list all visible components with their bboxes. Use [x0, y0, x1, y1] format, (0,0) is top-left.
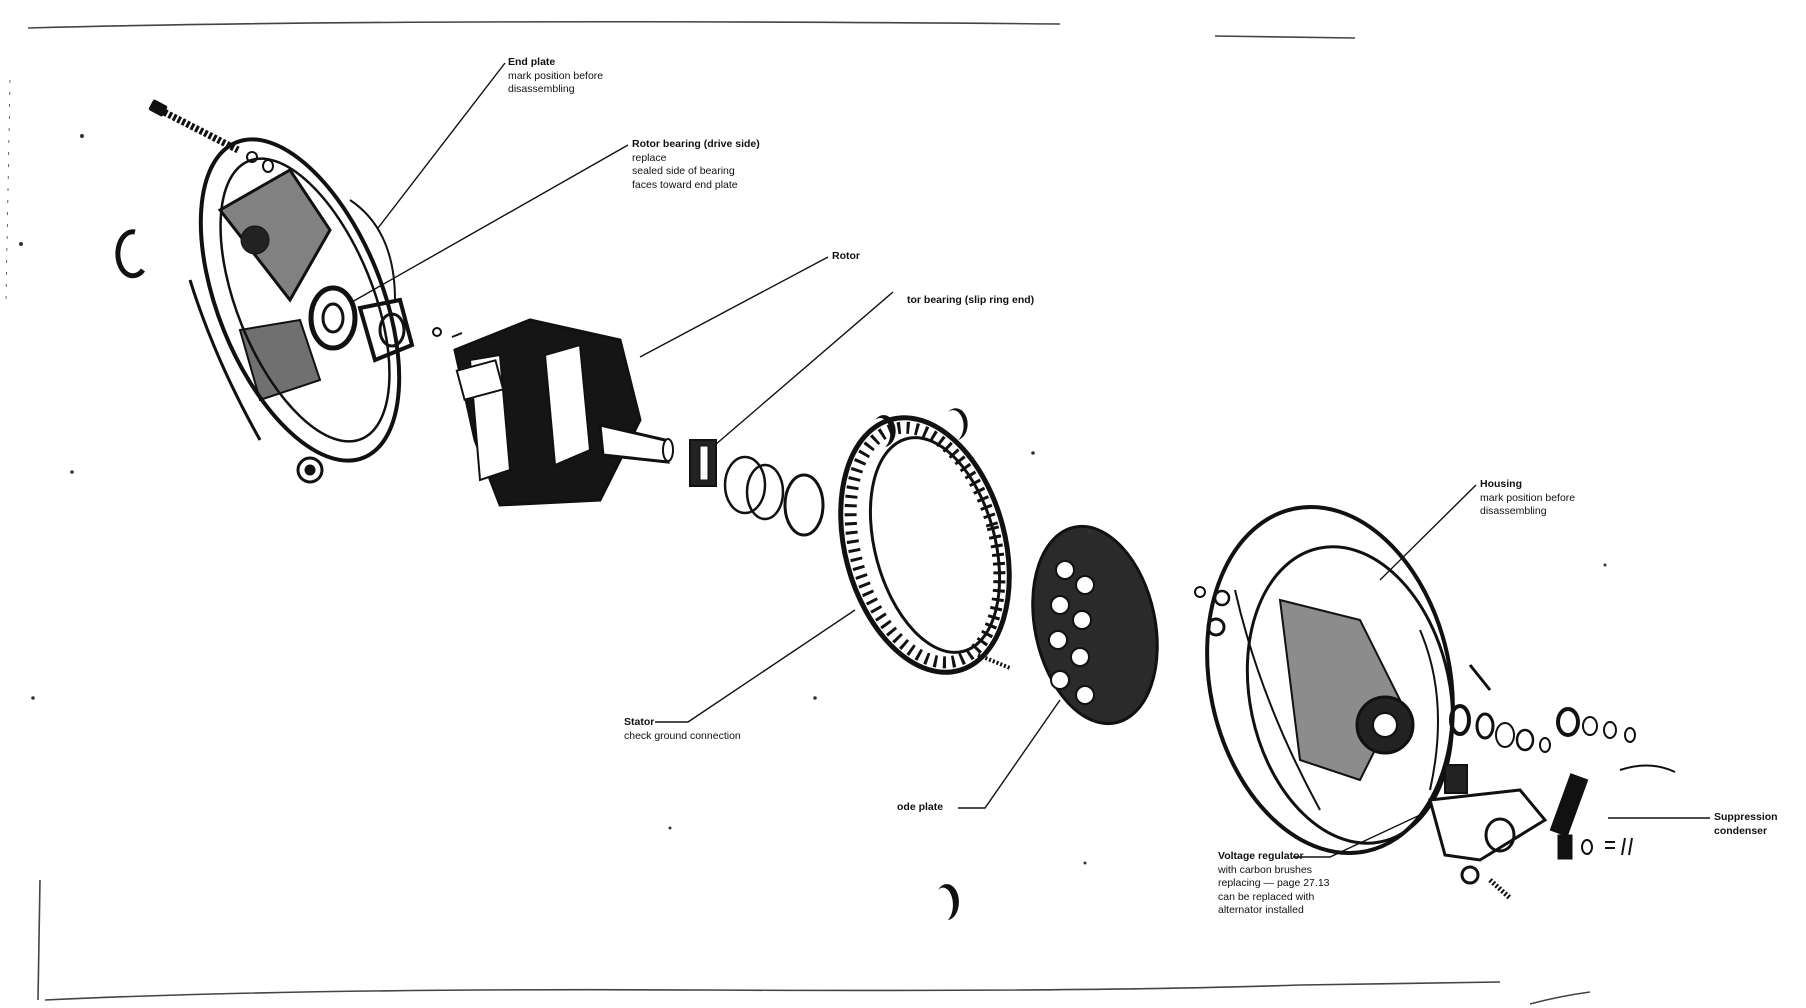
retaining-clips: [875, 408, 968, 920]
label-rotor-title: Rotor: [832, 250, 860, 262]
label-stator: Stator check ground connection: [624, 716, 741, 743]
label-rotor-bearing-drive-desc-3: faces toward end plate: [632, 178, 738, 191]
through-bolt: [148, 99, 274, 173]
label-voltage-regulator: Voltage regulator with carbon brushes re…: [1218, 850, 1330, 918]
label-voltage-regulator-title: Voltage regulator: [1218, 850, 1304, 862]
rotor-bearing-slip-ring: [689, 439, 825, 537]
leader-rotor-bearing-drive: [351, 144, 629, 303]
leader-diode-plate: [958, 699, 1061, 809]
label-stator-desc-1: check ground connection: [624, 729, 741, 742]
leader-lines: [351, 62, 1710, 858]
label-rotor-bearing-drive-desc-2: sealed side of bearing: [632, 165, 735, 177]
circlip: [115, 229, 146, 279]
diode-plate: [977, 524, 1231, 726]
scan-specks: [19, 134, 1607, 865]
leader-voltage-regulator: [1293, 814, 1421, 858]
label-rotor-bearing-drive-desc-1: replace: [632, 151, 667, 164]
label-housing-desc-2: disassembling: [1480, 505, 1547, 517]
suppression-condenser: [1549, 764, 1676, 860]
label-voltage-regulator-desc-2: replacing — page 27.13: [1218, 877, 1330, 889]
rotor-bearing-drive: [308, 285, 463, 363]
label-voltage-regulator-desc-1: with carbon brushes: [1218, 863, 1312, 876]
stator: [838, 415, 1012, 675]
housing: [1205, 505, 1455, 855]
leader-stator: [655, 609, 856, 723]
label-suppression-title: Suppression: [1714, 811, 1778, 823]
label-voltage-regulator-desc-3: can be replaced with: [1218, 890, 1315, 903]
label-rotor-bearing-slip: tor bearing (slip ring end): [907, 294, 1034, 308]
label-rotor-bearing-drive-title: Rotor bearing (drive side): [632, 138, 760, 150]
label-housing: Housing mark position before disassembli…: [1480, 478, 1575, 519]
pulley-nut-washers: [1449, 664, 1636, 753]
rotor: [453, 318, 674, 507]
leader-rotor: [639, 256, 829, 358]
label-voltage-regulator-desc-4: alternator installed: [1218, 904, 1304, 916]
label-rotor: Rotor: [832, 250, 860, 264]
label-stator-title: Stator: [624, 716, 655, 728]
label-end-plate-title: End plate: [508, 56, 556, 68]
leader-housing: [1379, 484, 1477, 581]
voltage-regulator: [1428, 764, 1548, 900]
label-end-plate: End plate mark position before disassemb…: [508, 56, 603, 97]
label-suppression-desc-1: condenser: [1714, 824, 1768, 837]
label-rotor-bearing-slip-title: tor bearing (slip ring end): [907, 294, 1035, 306]
label-diode-plate-title: ode plate: [897, 801, 944, 813]
label-housing-desc-1: mark position before: [1480, 491, 1576, 504]
end-plate: [188, 137, 402, 484]
leader-end-plate: [377, 62, 506, 229]
label-end-plate-desc-1: mark position before: [508, 69, 604, 82]
label-housing-title: Housing: [1480, 478, 1522, 490]
label-end-plate-desc-2: disassembling: [508, 83, 575, 95]
label-diode-plate: ode plate: [897, 801, 943, 815]
label-rotor-bearing-drive: Rotor bearing (drive side) replace seale…: [632, 138, 760, 192]
page-border-lines: [5, 20, 1591, 1005]
label-suppression: Suppression condenser: [1714, 811, 1778, 838]
leader-rotor-bearing-slip: [714, 291, 894, 446]
